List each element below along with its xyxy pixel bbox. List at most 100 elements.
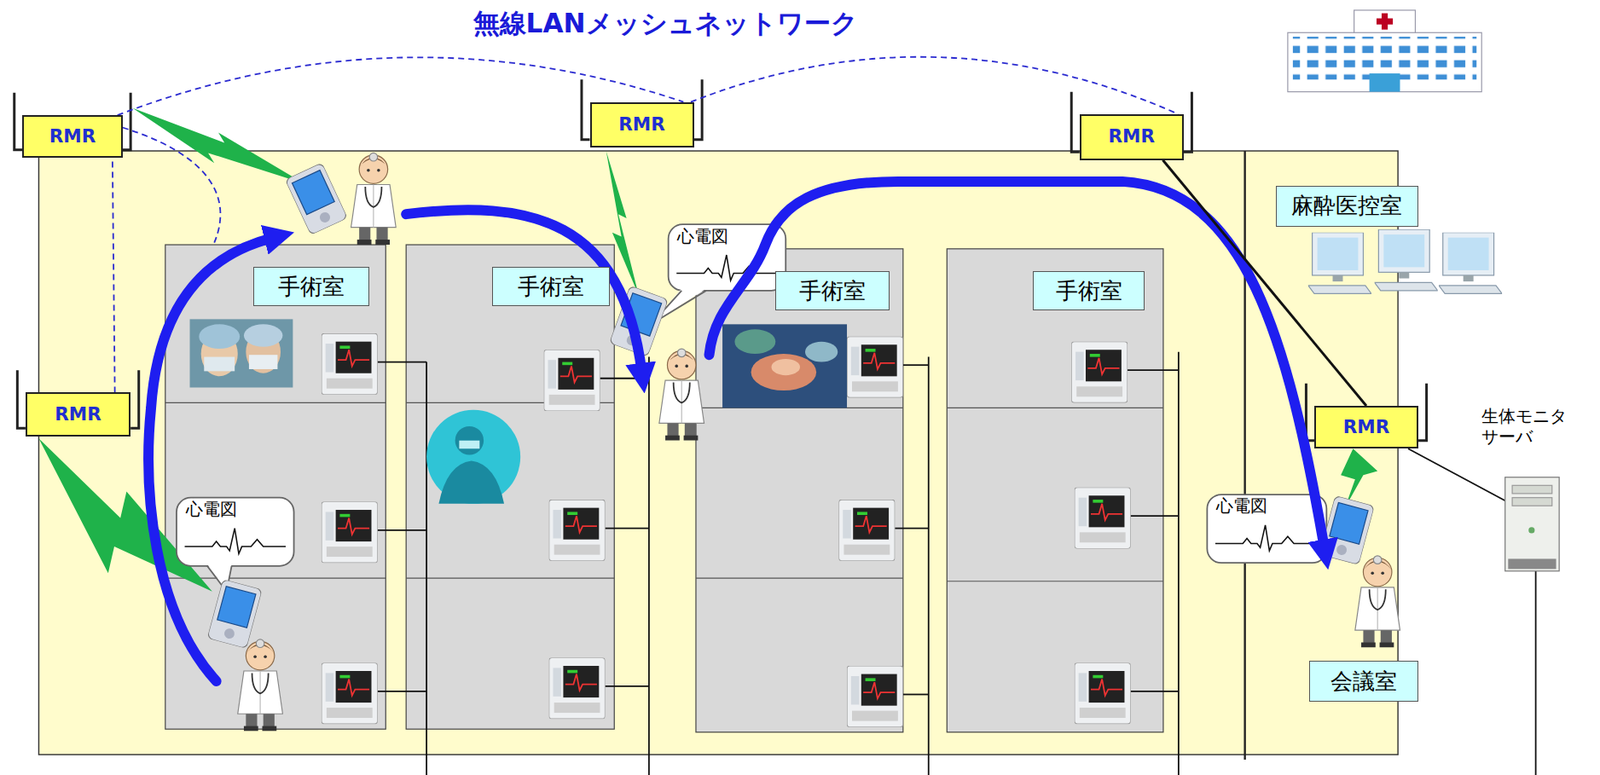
router-box: RMR (1079, 114, 1184, 161)
patient-monitor (1074, 662, 1131, 725)
patient-monitor (846, 666, 904, 728)
router-name: RMR (1343, 417, 1391, 439)
building-floor (38, 150, 1398, 755)
rmr-antenna (14, 92, 24, 151)
hospital-icon (1287, 32, 1482, 92)
room-name: 手術室 (1055, 278, 1123, 304)
router-box: RMR (590, 102, 695, 149)
room-name: 手術室 (278, 273, 345, 300)
monitor-cable (1130, 690, 1179, 693)
router-box: RMR (22, 115, 122, 158)
monitor-cable (927, 357, 930, 775)
server-label: 生体モニタ サーバ (1481, 405, 1576, 448)
anesthesia-pc (1308, 232, 1372, 295)
rmr-antenna (1305, 383, 1315, 441)
mesh-link (122, 127, 221, 244)
patient-monitor (838, 499, 895, 562)
ecg-bubble (1215, 525, 1316, 551)
monitor-cable (377, 690, 427, 693)
operating-room (405, 244, 615, 730)
operating-room (165, 244, 1164, 733)
nurse-figure (426, 410, 521, 505)
surgeons-photo (190, 318, 294, 388)
ecg-bubble (1206, 494, 1327, 563)
rmr-antenna (581, 79, 591, 140)
surgeons-photo (249, 354, 279, 370)
pda-device (207, 579, 263, 650)
ecg-callout: 心電図 (668, 224, 787, 291)
router-name: RMR (1108, 126, 1156, 148)
bed-divider (165, 402, 386, 404)
movement-arrow (405, 209, 642, 372)
rmr-antenna (1071, 92, 1080, 153)
anesthesia-pc (1374, 229, 1438, 291)
server-icon (1512, 485, 1553, 494)
nurse-figure (426, 410, 521, 505)
room-label: 会議室 (1309, 660, 1419, 702)
monitor-cable (377, 529, 427, 532)
room-label: 手術室 (1032, 271, 1146, 310)
bed-divider (946, 580, 1164, 582)
rmr-antenna (122, 92, 132, 151)
room-name: 麻酔医控室 (1291, 192, 1403, 219)
bed-divider (165, 402, 1164, 581)
nurse-figure (455, 426, 485, 455)
hospital-icon (1369, 73, 1401, 93)
surgeons-photo (190, 318, 294, 388)
surgeons-photo (243, 324, 283, 347)
monitor-cable (1177, 352, 1180, 775)
patient-monitor (321, 662, 378, 725)
patient-monitor (846, 336, 904, 399)
doctor-figure (351, 152, 397, 245)
surgeons-photo (198, 324, 240, 349)
room-label: 手術室 (253, 266, 370, 306)
server-icon (1528, 527, 1535, 534)
patient-monitor (321, 333, 378, 395)
anesthesia-pc (1308, 229, 1502, 294)
pda-device (1319, 495, 1375, 566)
nurse-figure (438, 461, 505, 505)
hospital-icon (1287, 10, 1482, 93)
monitor-cable (377, 352, 1537, 775)
bed-divider (946, 407, 1164, 409)
pda-device (207, 579, 263, 650)
router-box: RMR (25, 392, 131, 436)
hospital-icon (1354, 10, 1416, 35)
surgery-photo (734, 329, 776, 354)
doctor-figure (659, 348, 705, 441)
rmr-antenna (694, 79, 703, 140)
anesthesia-pc (1438, 232, 1502, 295)
monitor-cable (604, 685, 649, 688)
monitor-cable (604, 527, 649, 530)
surgery-photo (722, 324, 847, 408)
movement-arrow (148, 181, 1325, 682)
rmr-antenna (17, 370, 26, 429)
router-name: RMR (618, 114, 666, 136)
surgery-photo (771, 359, 801, 376)
rmr-antenna (130, 370, 140, 429)
server-icon (1512, 498, 1553, 507)
mesh-link (690, 57, 1179, 115)
monitor-cable (377, 361, 427, 364)
ecg-bubble (185, 528, 286, 555)
operating-room (946, 249, 1164, 733)
room-name: 手術室 (799, 278, 866, 304)
pda-device (1319, 495, 1375, 566)
hospital-icon (1292, 36, 1477, 80)
monitor-cable (1130, 515, 1179, 517)
room-label: 手術室 (775, 271, 890, 310)
router-name: RMR (49, 126, 97, 148)
room-name: 手術室 (517, 273, 585, 300)
pda-device (284, 162, 348, 236)
nurse-figure (458, 440, 480, 450)
title-box: 無線LANメッシュネットワーク (473, 8, 858, 40)
monitor-cable (1408, 448, 1508, 502)
callout-text: 心電図 (185, 499, 238, 520)
patient-monitor (549, 499, 606, 562)
movement-arrow (709, 181, 1325, 550)
mesh-link (112, 157, 116, 393)
doctor-figure (237, 639, 284, 732)
monitor-cable (894, 527, 928, 530)
